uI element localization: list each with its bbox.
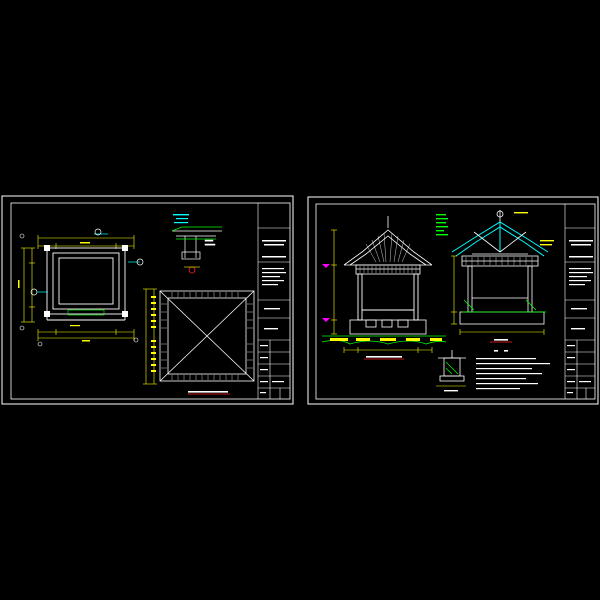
- elevation-roof: [343, 216, 433, 275]
- elevation-base: [349, 319, 427, 335]
- floor-plan-view: [18, 228, 144, 347]
- roof-plan-tiles: [161, 292, 253, 380]
- floor-plan-axis-bubbles: [19, 233, 139, 347]
- sheet-left: [1, 195, 294, 405]
- section-roof-cut: [451, 221, 549, 257]
- sheet-right-inner-frame: [315, 203, 596, 400]
- sheet-left-title-block: [257, 203, 290, 399]
- elevation-level-marks: [322, 264, 330, 322]
- sheet-left-inner-frame: [10, 202, 291, 400]
- floor-plan-step: [67, 309, 105, 316]
- elevation-ground: [321, 335, 447, 345]
- foundation-detail-view: [436, 350, 466, 392]
- elevation-columns: [357, 273, 419, 321]
- floor-plan-callouts: [30, 228, 144, 296]
- elevation-caption: [366, 356, 402, 358]
- sheet-right-title-block: [564, 204, 595, 399]
- front-elevation-view: [321, 216, 447, 360]
- sheet-right-outer-frame: [307, 196, 599, 405]
- elevation-dimensions: [331, 229, 433, 353]
- roof-plan-outline: [159, 290, 255, 382]
- roof-plan-caption: [188, 391, 228, 393]
- elevation-roof-tiles: [359, 232, 417, 273]
- section-annotations-left: [436, 214, 448, 236]
- sheet-right: [307, 196, 599, 405]
- floor-plan-dimensions: [21, 235, 135, 341]
- section-rafters: [465, 257, 533, 265]
- elevation-ground-fill: [330, 338, 442, 341]
- roof-plan-dimensions: [143, 288, 157, 385]
- section-dimensions: [451, 255, 545, 335]
- roof-plan-dim-ticks: [151, 296, 156, 372]
- floor-plan-walls: [46, 247, 126, 321]
- sheet-left-outer-frame: [1, 195, 294, 405]
- roof-plan-view: [143, 288, 255, 395]
- notes-lines: [476, 358, 550, 390]
- detail-view: [171, 214, 222, 274]
- floor-plan-columns: [44, 245, 128, 317]
- section-annotations-right: [514, 212, 554, 246]
- floor-plan-dimension-text: [18, 242, 90, 342]
- notes-block: [476, 350, 550, 390]
- section-structure: [459, 210, 545, 325]
- section-caption: [494, 339, 508, 341]
- section-view: [436, 210, 554, 343]
- section-hatch: [462, 299, 546, 313]
